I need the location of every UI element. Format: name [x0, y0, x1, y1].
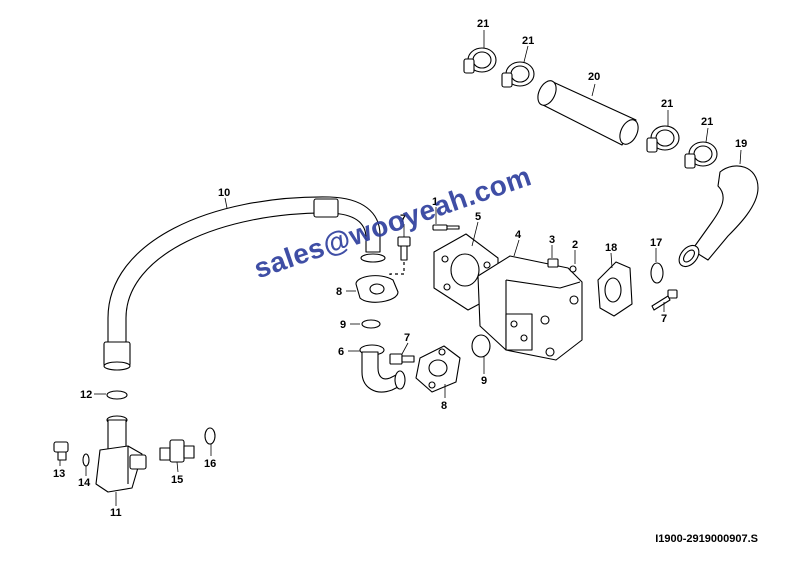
callout-3: 3 [549, 234, 555, 246]
pump-part-4 [477, 255, 583, 361]
clamp-part-21-d [684, 141, 718, 169]
elbow-hose-part-19 [678, 165, 759, 268]
callout-13: 13 [53, 468, 65, 480]
flange-part-8-a [355, 275, 399, 303]
callout-1: 1 [432, 196, 438, 208]
callout-8-a: 8 [336, 286, 342, 298]
leader-lines [59, 30, 742, 506]
callout-21-c: 21 [661, 98, 673, 110]
callout-7-b: 7 [404, 332, 410, 344]
callout-11: 11 [110, 507, 122, 519]
callout-7-a: 7 [400, 213, 406, 225]
flange-part-18 [597, 261, 633, 317]
callout-19: 19 [735, 138, 747, 150]
callout-15: 15 [171, 474, 183, 486]
callout-8-b: 8 [441, 400, 447, 412]
callout-18: 18 [605, 242, 617, 254]
split-flange-part-8-b [415, 345, 461, 393]
bolt-part-7-b [389, 353, 415, 365]
callout-6: 6 [338, 346, 344, 358]
callout-20: 20 [588, 71, 600, 83]
tee-fitting-part-11 [95, 415, 147, 493]
callout-10: 10 [218, 187, 230, 199]
elbow-pipe-part-6 [359, 344, 406, 393]
clamp-part-21-a [463, 47, 497, 74]
clamp-part-21-c [646, 125, 680, 153]
callout-12: 12 [80, 389, 92, 401]
bolt-part-7-c [651, 289, 678, 311]
callout-17: 17 [650, 237, 662, 249]
callout-9-b: 9 [481, 375, 487, 387]
callout-14: 14 [78, 477, 91, 489]
callout-9-a: 9 [340, 319, 346, 331]
screw-part-1 [432, 224, 460, 231]
o-ring-part-17 [650, 262, 664, 284]
o-ring-part-9-b [471, 334, 491, 358]
callout-21-d: 21 [701, 116, 713, 128]
callout-labels: 21 21 20 21 21 19 10 1 5 4 3 2 18 17 7 7… [53, 18, 747, 519]
callout-5: 5 [475, 211, 481, 223]
o-ring-part-12 [106, 390, 128, 400]
callout-16: 16 [204, 458, 216, 470]
tube-part-20 [537, 80, 639, 146]
plug-part-13 [53, 441, 69, 461]
screw-part-3 [547, 258, 559, 268]
drawing-code: I1900-2919000907.S [655, 533, 758, 545]
callout-4: 4 [515, 229, 522, 241]
callout-21-a: 21 [477, 18, 489, 30]
adapter-part-15 [159, 439, 195, 463]
callout-21-b: 21 [522, 35, 534, 47]
seal-part-14 [82, 453, 90, 467]
washer-part-2 [569, 265, 577, 273]
clamp-part-21-b [501, 61, 535, 88]
o-ring-part-9-a [361, 319, 381, 329]
callout-7-c: 7 [661, 313, 667, 325]
callout-2: 2 [572, 239, 578, 251]
long-hose-part-10 [103, 196, 386, 371]
seal-part-16 [204, 427, 216, 445]
bolt-part-7-a [397, 236, 411, 261]
